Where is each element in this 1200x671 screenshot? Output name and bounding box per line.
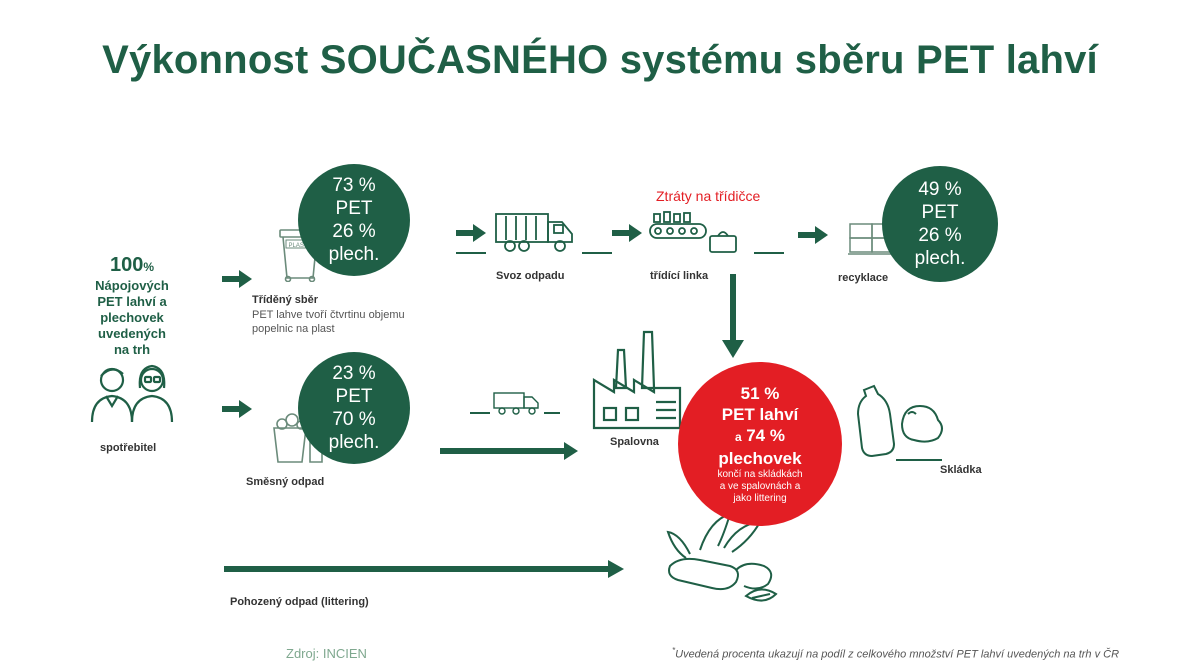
people-icon xyxy=(90,364,174,423)
sorted-share-2: PET xyxy=(335,198,373,219)
sorting-line-label: třídící linka xyxy=(650,270,709,282)
recycling-share-3: 26 % xyxy=(918,225,962,246)
consumer-text-3: plechovek xyxy=(100,310,164,325)
recycling-share-2: PET xyxy=(921,202,959,223)
consumer-text-4: uvedených xyxy=(98,326,166,341)
litter-icon xyxy=(666,512,778,602)
recycling-label: recyklace xyxy=(838,272,889,284)
landfill-waste-icon xyxy=(856,384,943,461)
mixed-label: Směsný odpad xyxy=(246,476,325,488)
arrow-to-mixed xyxy=(222,400,252,418)
consumer-text-5: na trh xyxy=(113,342,151,357)
mixed-share-2: PET xyxy=(335,386,373,407)
result-line-3: a 74 % xyxy=(735,425,785,448)
consumer-block: 100% Nápojových PET lahví a plechovek uv… xyxy=(78,254,186,358)
road-line xyxy=(470,412,490,414)
mixed-share-4: plech. xyxy=(328,432,380,453)
arrow-littering xyxy=(224,560,624,578)
consumer-text-1: Nápojových xyxy=(95,278,169,293)
page-title: Výkonnost SOUČASNÉHO systému sběru PET l… xyxy=(102,38,1098,82)
bin-label: PLASTY xyxy=(288,243,311,249)
consumer-percent-sign: % xyxy=(143,260,155,274)
road-line xyxy=(544,412,560,414)
sorted-share-3: 26 % xyxy=(332,221,376,242)
sorted-share-circle: 73 % PET 26 % plech. xyxy=(298,164,410,276)
sorted-share-4: plech. xyxy=(328,244,380,265)
result-small-3: jako littering xyxy=(733,493,787,504)
sorted-label: Tříděný sběr xyxy=(252,294,319,306)
collection-label: Svoz odpadu xyxy=(496,270,565,282)
road-line xyxy=(456,252,486,254)
mixed-share-circle: 23 % PET 70 % plech. xyxy=(298,352,410,464)
result-line-4: plechovek xyxy=(718,449,802,468)
arrow-to-incinerator xyxy=(440,442,578,460)
source-label: Zdroj: INCIEN xyxy=(286,646,367,661)
sorting-loss-label: Ztráty na třídičce xyxy=(656,188,761,204)
landfill-label: Skládka xyxy=(940,464,982,476)
footnote-mark: * xyxy=(672,646,676,655)
result-line-3-b: 74 % xyxy=(746,426,785,445)
consumer-text-2: PET lahví a xyxy=(97,294,167,309)
recycling-share-4: plech. xyxy=(914,248,966,269)
arrow-to-sorting-line xyxy=(612,224,642,242)
result-circle: 51 % PET lahví a 74 % plechovek končí na… xyxy=(678,362,842,526)
arrow-down-to-result xyxy=(722,274,744,358)
footnote-text: Uvedená procenta ukazují na podíl z celk… xyxy=(675,648,1120,661)
footnote: *Uvedená procenta ukazují na podíl z cel… xyxy=(672,646,1119,661)
arrow-to-sorted xyxy=(222,270,252,288)
consumer-percent: 100 xyxy=(109,254,144,276)
road-line xyxy=(754,252,784,254)
arrow-to-collection xyxy=(456,224,486,242)
result-line-3-a: a xyxy=(735,430,742,444)
incinerator-label: Spalovna xyxy=(610,436,659,448)
consumer-label: spotřebitel xyxy=(100,442,157,454)
mixed-share-1: 23 % xyxy=(332,363,376,384)
sorted-note-2: popelnic na plast xyxy=(252,323,335,335)
result-small-2: a ve spalovnách a xyxy=(719,481,801,492)
conveyor-icon xyxy=(649,211,737,253)
result-line-1: 51 % xyxy=(740,384,780,403)
mixed-share-3: 70 % xyxy=(332,409,376,430)
sorted-share-1: 73 % xyxy=(332,175,376,196)
arrow-to-recycling xyxy=(798,226,828,244)
small-truck-icon xyxy=(493,392,539,415)
result-line-2: PET lahví xyxy=(721,405,799,424)
recycling-share-circle: 49 % PET 26 % plech. xyxy=(882,166,998,282)
result-small-1: končí na skládkách xyxy=(717,469,803,480)
sorted-note-1: PET lahve tvoří čtvrtinu objemu xyxy=(252,309,405,321)
consumer-percent-line: 100% xyxy=(78,254,186,278)
road-line xyxy=(582,252,612,254)
littering-label: Pohozený odpad (littering) xyxy=(230,596,369,608)
factory-icon xyxy=(592,330,682,430)
garbage-truck-icon xyxy=(495,213,573,252)
recycling-share-1: 49 % xyxy=(918,179,962,200)
